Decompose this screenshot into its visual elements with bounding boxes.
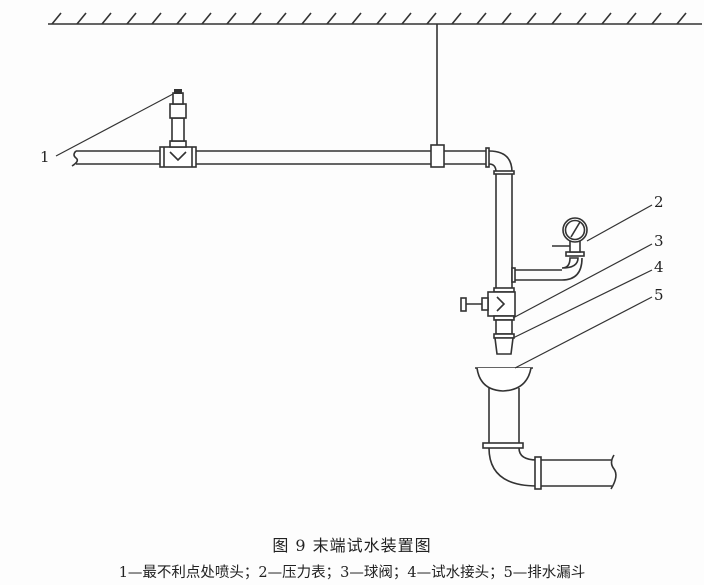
test-water-connector (493, 319, 515, 355)
supply-pipe (71, 147, 515, 290)
ceiling-hatch (576, 12, 587, 25)
drain-funnel (475, 367, 617, 490)
callout-5: 5 (654, 286, 664, 304)
ceiling-hatch (326, 12, 337, 25)
ceiling-hatch (501, 12, 512, 25)
ball-valve (460, 287, 516, 321)
leader-lines (55, 93, 653, 369)
ceiling-hatch (76, 12, 87, 25)
callout-4: 4 (654, 258, 664, 276)
ceiling (48, 12, 702, 25)
ceiling-hatch (376, 12, 387, 25)
callout-2: 2 (654, 193, 664, 211)
callout-3: 3 (654, 232, 664, 250)
ceiling-hatch (126, 12, 137, 25)
ceiling-hatch (676, 12, 687, 25)
ceiling-hatch (101, 12, 112, 25)
sprinkler-head (159, 89, 197, 168)
ceiling-hatch (51, 12, 62, 25)
ceiling-hatch (151, 12, 162, 25)
ceiling-hatch (226, 12, 237, 25)
ceiling-hatch (276, 12, 287, 25)
ceiling-hatch (551, 12, 562, 25)
ceiling-hatch (351, 12, 362, 25)
pressure-gauge (511, 217, 588, 283)
figure-legend: 1—最不利点处喷头；2—压力表；3—球阀；4—试水接头；5—排水漏斗 (118, 565, 586, 581)
ceiling-hatch (251, 12, 262, 25)
ceiling-hatch (626, 12, 637, 25)
callout-1: 1 (40, 148, 50, 166)
ceiling-hatch (526, 12, 537, 25)
ceiling-hatch (301, 12, 312, 25)
ceiling-hatch (601, 12, 612, 25)
ceiling-hatch (451, 12, 462, 25)
hanger-clamp (430, 144, 445, 168)
ceiling-hatch (426, 12, 437, 25)
ceiling-hatch (476, 12, 487, 25)
figure-title: 图 9 末端试水装置图 (272, 536, 432, 555)
ceiling-hatch (651, 12, 662, 25)
ceiling-hatch (201, 12, 212, 25)
ceiling-hatch (176, 12, 187, 25)
ceiling-hatch (401, 12, 412, 25)
